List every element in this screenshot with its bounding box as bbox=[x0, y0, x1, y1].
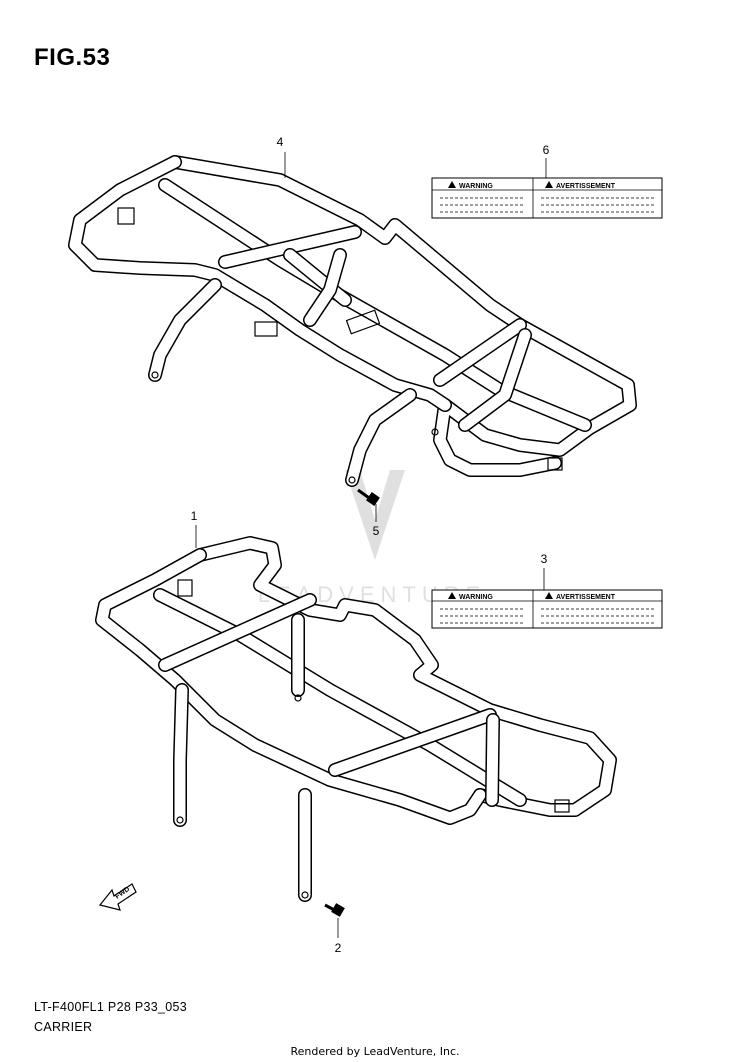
rendered-by-credit: Rendered by LeadVenture, Inc. bbox=[290, 1045, 460, 1058]
figure-title: FIG.53 bbox=[34, 44, 111, 71]
warning-text-2: WARNING bbox=[459, 594, 493, 601]
svg-text:3: 3 bbox=[541, 552, 548, 566]
avertissement-text-2: AVERTISSEMENT bbox=[556, 594, 616, 601]
section-name: CARRIER bbox=[34, 1020, 93, 1034]
callout-2: 2 bbox=[335, 918, 342, 955]
svg-text:4: 4 bbox=[277, 135, 284, 149]
callout-1: 1 bbox=[191, 509, 198, 548]
avertissement-text: AVERTISSEMENT bbox=[556, 183, 616, 190]
bolt-part-2 bbox=[324, 903, 345, 917]
warning-label-part-3: WARNING AVERTISSEMENT bbox=[431, 589, 663, 629]
warning-text: WARNING bbox=[459, 183, 493, 190]
warning-label-part-6: WARNING AVERTISSEMENT bbox=[431, 177, 663, 219]
svg-text:1: 1 bbox=[191, 509, 198, 523]
bolt-part-5 bbox=[357, 488, 380, 506]
model-code: LT-F400FL1 P28 P33_053 bbox=[34, 1000, 187, 1014]
svg-text:2: 2 bbox=[335, 941, 342, 955]
svg-text:6: 6 bbox=[543, 143, 550, 157]
callout-4: 4 bbox=[277, 135, 286, 178]
svg-text:5: 5 bbox=[373, 524, 380, 538]
watermark-logo: LEADVENTURE bbox=[258, 470, 480, 607]
fwd-arrow-icon: FWD bbox=[98, 883, 137, 911]
rear-carrier-part-1 bbox=[95, 536, 617, 902]
callout-3: 3 bbox=[541, 552, 548, 590]
callout-5: 5 bbox=[373, 504, 380, 538]
callout-6: 6 bbox=[543, 143, 550, 178]
front-carrier-part-4 bbox=[68, 155, 637, 487]
